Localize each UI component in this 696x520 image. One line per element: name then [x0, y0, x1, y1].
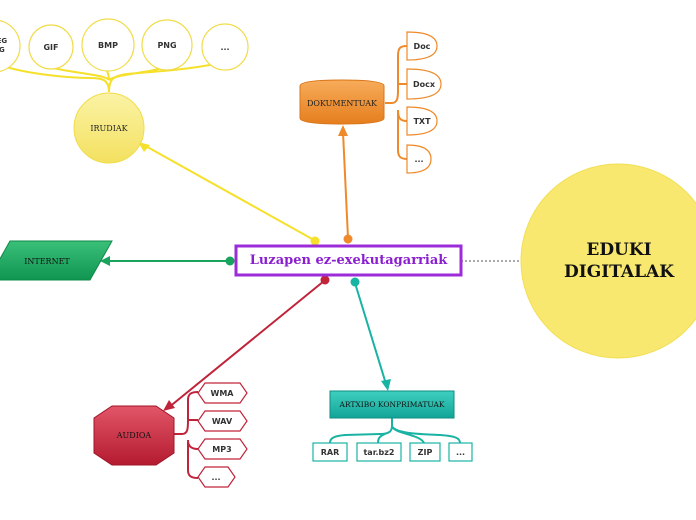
artxibo-connector — [354, 282, 387, 385]
artxibo-child-node-0[interactable] — [312, 442, 348, 462]
artxibo-node[interactable] — [329, 390, 455, 419]
central-label: Luzapen ez-exekutagarriak — [249, 253, 448, 268]
internet-arrow-icon — [100, 256, 110, 266]
dokumentuak-child-label-1: Docx — [412, 79, 436, 89]
audioa-label: AUDIOA — [116, 430, 152, 440]
irudiak-child-label-0: JPEG JPG — [0, 37, 8, 54]
irudiak-child-node-2[interactable] — [81, 18, 135, 72]
irudiak-child-label-3: PNG — [157, 40, 177, 50]
artxibo-child-label-3: ... — [455, 447, 466, 457]
dokumentuak-node[interactable] — [299, 79, 385, 125]
irudiak-child-node-3[interactable] — [141, 19, 193, 71]
irudiak-child-label-1: GIF — [43, 42, 59, 52]
artxibo-connector-dot — [350, 277, 360, 287]
artxibo-child-label-1: tar.bz2 — [363, 447, 395, 457]
audioa-child-label-3: ... — [211, 472, 221, 482]
audioa-connector — [167, 280, 325, 409]
audioa-child-node-3[interactable] — [197, 466, 236, 488]
audioa-arrow-icon — [163, 400, 175, 411]
dokumentuak-child-node-2[interactable] — [406, 106, 438, 136]
irudiak-arrow-icon — [138, 142, 150, 152]
internet-connector-dot — [225, 256, 235, 266]
irudiak-child-node-0[interactable] — [0, 20, 21, 72]
dokumentuak-child-label-2: TXT — [413, 116, 431, 126]
dokumentuak-child-label-0: Doc — [413, 41, 431, 51]
central-node[interactable] — [234, 244, 463, 277]
irudiak-connector — [141, 143, 315, 241]
dokumentuak-child-node-0[interactable] — [406, 31, 438, 61]
artxibo-child-label-0: RAR — [320, 447, 340, 457]
internet-node[interactable] — [0, 240, 113, 281]
artxibo-children-brace — [329, 418, 461, 444]
irudiak-child-label-2: BMP — [98, 40, 118, 50]
irudiak-child-node-1[interactable] — [28, 24, 74, 70]
artxibo-arrow-icon — [381, 379, 391, 391]
artxibo-child-label-2: ZIP — [417, 447, 433, 457]
audioa-child-label-0: WMA — [210, 388, 234, 398]
audioa-child-label-1: WAV — [211, 416, 233, 426]
dokumentuak-connector — [342, 131, 349, 239]
irudiak-children-brace — [0, 63, 216, 93]
irudiak-connector-dot — [310, 236, 320, 246]
main-topic-label: EDUKI DIGITALAK — [564, 240, 674, 282]
artxibo-label: ARTXIBO KONPRIMATUAK — [339, 399, 445, 409]
irudiak-node[interactable] — [73, 92, 145, 164]
audioa-child-node-2[interactable] — [197, 438, 248, 460]
dokumentuak-label: DOKUMENTUAK — [306, 98, 378, 108]
audioa-child-node-1[interactable] — [197, 410, 248, 432]
audioa-child-label-2: MP3 — [212, 444, 232, 454]
artxibo-child-node-2[interactable] — [409, 442, 441, 462]
dokumentuak-connector-dot — [343, 234, 353, 244]
artxibo-child-node-3[interactable] — [448, 442, 473, 462]
irudiak-label: IRUDIAK — [90, 123, 128, 133]
irudiak-child-node-4[interactable] — [201, 23, 249, 71]
dokumentuak-child-node-3[interactable] — [406, 144, 432, 174]
audioa-connector-dot — [320, 275, 330, 285]
main-topic-circle[interactable] — [520, 163, 696, 359]
dokumentuak-children-brace — [385, 45, 408, 160]
dokumentuak-child-node-1[interactable] — [406, 68, 442, 100]
audioa-child-node-0[interactable] — [197, 382, 248, 404]
dokumentuak-arrow-icon — [338, 125, 348, 136]
dokumentuak-child-label-3: ... — [414, 154, 424, 164]
audioa-children-brace — [174, 391, 199, 479]
irudiak-child-label-4: ... — [220, 42, 230, 52]
internet-label: INTERNET — [24, 256, 70, 266]
audioa-node[interactable] — [93, 405, 175, 466]
artxibo-child-node-1[interactable] — [356, 442, 402, 462]
